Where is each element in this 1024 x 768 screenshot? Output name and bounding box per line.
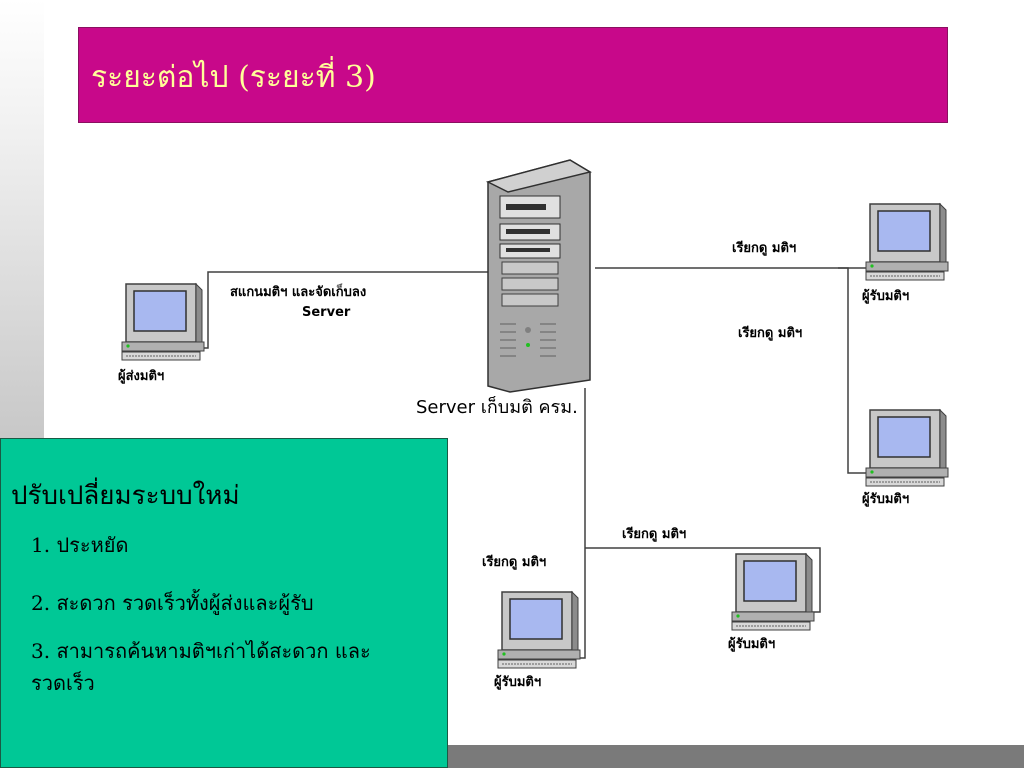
scan-label-line1: สแกนมติฯ และจัดเก็บลง — [230, 282, 366, 300]
server-icon — [485, 159, 592, 393]
request-label-bottom-right: เรียกดู มติฯ — [622, 526, 686, 542]
receiver-middle-label: ผู้รับมติฯ — [862, 491, 909, 507]
bottom-bar — [448, 745, 1024, 768]
request-label-top: เรียกดู มติฯ — [732, 240, 796, 256]
request-label-middle: เรียกดู มติฯ — [738, 325, 802, 341]
benefit-item: 2. สะดวก รวดเร็วทั้งผู้ส่งและผู้รับ — [31, 591, 314, 615]
receiver-bottom-right-label: ผู้รับมติฯ — [728, 636, 775, 652]
benefits-heading: ปรับเปลี่ยมระบบใหม่ — [11, 481, 240, 511]
receiver-top-computer-icon — [865, 203, 949, 281]
receiver-bottom-left-label: ผู้รับมติฯ — [494, 674, 541, 690]
benefit-item: 1. ประหยัด — [31, 533, 129, 557]
benefits-box: ปรับเปลี่ยมระบบใหม่ 1. ประหยัด 2. สะดวก … — [0, 438, 448, 768]
scan-label-line2: Server — [302, 305, 351, 320]
sender-label: ผู้ส่งมติฯ — [118, 368, 164, 384]
benefit-item: 3. สามารถค้นหามติฯเก่าได้สะดวก และรวดเร็… — [31, 639, 371, 695]
receiver-middle-computer-icon — [865, 409, 949, 487]
slide-title: ระยะต่อไป (ระยะที่ 3) — [91, 60, 376, 95]
server-label: Server เก็บมติ ครม. — [416, 395, 578, 418]
receiver-middle-link — [838, 267, 868, 474]
title-bar: ระยะต่อไป (ระยะที่ 3) — [78, 27, 948, 123]
receiver-bottom-left-computer-icon — [497, 591, 581, 669]
receiver-top-label: ผู้รับมติฯ — [862, 288, 909, 304]
request-label-bottom-left: เรียกดู มติฯ — [482, 554, 546, 570]
receiver-bottom-right-computer-icon — [731, 553, 815, 631]
sender-computer-icon — [121, 283, 205, 361]
